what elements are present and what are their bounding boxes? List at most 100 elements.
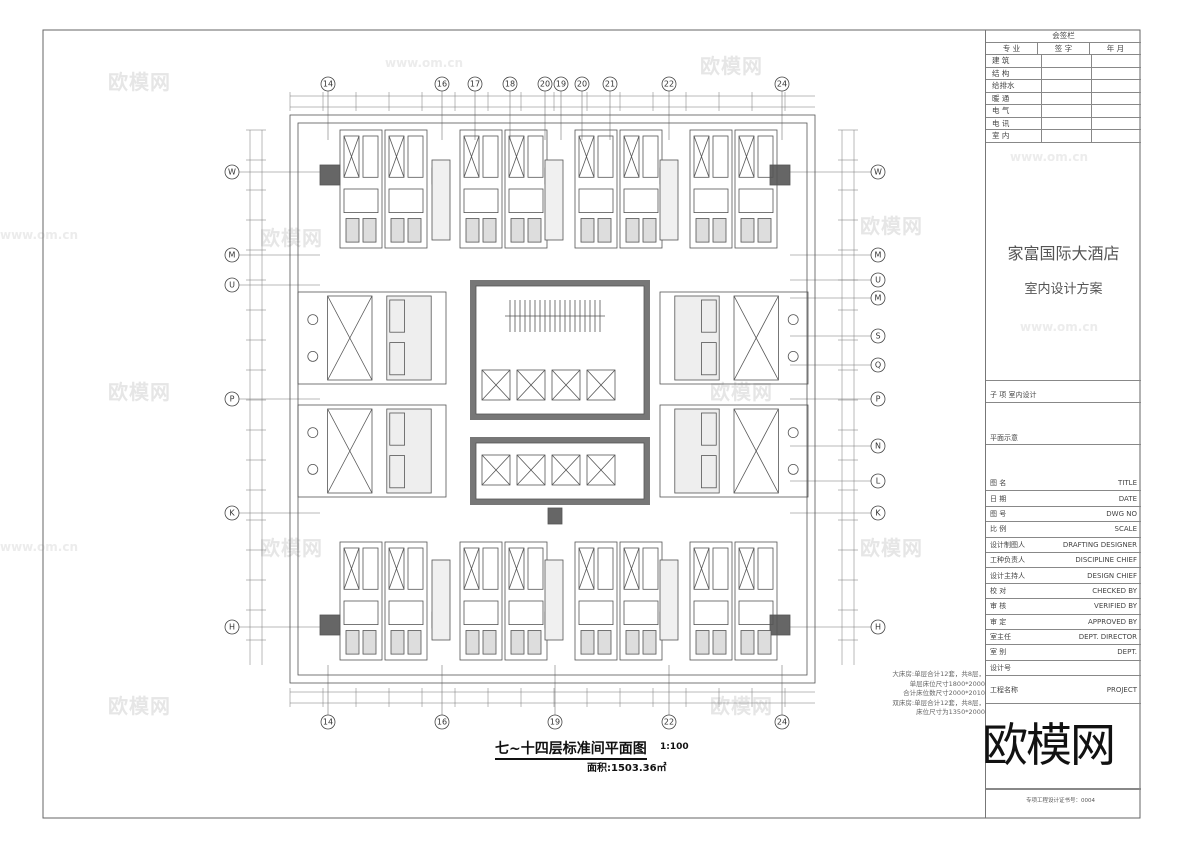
info-value: DRAFTING DESIGNER bbox=[1062, 540, 1137, 549]
sign-table: 会签栏 专 业 签 字 年 月 建 筑结 构给排水暖 通电 气电 讯室 内 bbox=[986, 30, 1141, 143]
sign-row: 给排水 bbox=[986, 80, 1141, 93]
info-label: 室主任 bbox=[990, 633, 1011, 642]
info-row: 室主任 DEPT. DIRECTOR bbox=[986, 630, 1141, 646]
info-row: 设计制图人 DRAFTING DESIGNER bbox=[986, 538, 1141, 553]
note-line: 单层床位尺寸1800*2000 bbox=[909, 679, 985, 688]
guest-room bbox=[297, 291, 447, 385]
guest-room bbox=[459, 541, 503, 661]
info-value: TITLE bbox=[1118, 479, 1137, 488]
info-row: 设计主持人 DESIGN CHIEF bbox=[986, 568, 1141, 584]
grid-axis-label: L bbox=[876, 477, 881, 486]
grid-axis-label: 24 bbox=[777, 718, 787, 727]
guest-room bbox=[384, 129, 428, 249]
col-header: 年 月 bbox=[1106, 43, 1125, 53]
note-line: 双床房:单层合计12套，共8层， bbox=[892, 698, 985, 707]
discipline: 建 筑 bbox=[986, 55, 1042, 67]
grid-axis-label: 22 bbox=[664, 718, 674, 727]
info-row: 比 例 SCALE bbox=[986, 522, 1141, 538]
sign-row: 电 气 bbox=[986, 105, 1141, 118]
grid-axis-bubble: K bbox=[224, 505, 240, 521]
shaft bbox=[544, 559, 564, 641]
grid-axis-bubble: W bbox=[224, 164, 240, 180]
grid-axis-bubble: 16 bbox=[434, 76, 450, 92]
watermark: 欧模网 bbox=[260, 226, 323, 250]
project-name: 家富国际大酒店 bbox=[1007, 244, 1120, 263]
plan-note: 平面示意 bbox=[990, 434, 1018, 442]
drawing-area: 面积:1503.36㎡ bbox=[587, 763, 667, 774]
info-label: 日 期 bbox=[990, 494, 1007, 503]
structural-column bbox=[547, 507, 563, 525]
grid-axis-bubble: 24 bbox=[774, 714, 790, 730]
sign-row: 室 内 bbox=[986, 130, 1141, 143]
guest-room bbox=[689, 541, 733, 661]
watermark: 欧模网 bbox=[710, 694, 773, 718]
grid-axis-label: 17 bbox=[470, 80, 480, 89]
structural-column bbox=[769, 614, 791, 636]
info-label: 审 定 bbox=[990, 617, 1007, 626]
guest-room bbox=[734, 129, 778, 249]
grid-axis-bubble: 14 bbox=[320, 714, 336, 730]
grid-axis-bubble: 20 bbox=[537, 76, 553, 92]
info-label: 设计主持人 bbox=[990, 571, 1025, 580]
grid-axis-bubble: 24 bbox=[774, 76, 790, 92]
grid-axis-bubble: L bbox=[870, 473, 886, 489]
grid-axis-label: 21 bbox=[605, 80, 615, 89]
sign-row: 建 筑 bbox=[986, 55, 1141, 68]
grid-axis-bubble: P bbox=[224, 391, 240, 407]
elevator-core bbox=[470, 437, 650, 505]
info-value: SCALE bbox=[1114, 525, 1137, 534]
info-label: 比 例 bbox=[990, 525, 1007, 534]
info-label: 工程名称 bbox=[990, 685, 1018, 694]
grid-axis-bubble: U bbox=[870, 272, 886, 288]
guest-room bbox=[734, 541, 778, 661]
shaft bbox=[659, 559, 679, 641]
grid-axis-label: P bbox=[876, 395, 881, 404]
title-block: 会签栏 专 业 签 字 年 月 建 筑结 构给排水暖 通电 气电 讯室 内 家富… bbox=[985, 30, 1141, 818]
grid-axis-label: Q bbox=[875, 361, 881, 370]
watermark-site: www.om.cn bbox=[1020, 320, 1099, 334]
grid-axis-label: 16 bbox=[437, 718, 447, 727]
brand-logo: 欧模网 bbox=[982, 718, 1116, 772]
grid-axis-bubble: S bbox=[870, 328, 886, 344]
grid-axis-label: 18 bbox=[505, 80, 515, 89]
discipline: 暖 通 bbox=[986, 92, 1042, 104]
guest-room bbox=[504, 129, 548, 249]
watermark-site: www.om.cn bbox=[0, 228, 79, 242]
info-value: DEPT. bbox=[1117, 648, 1137, 657]
guest-room bbox=[297, 404, 447, 498]
project-subtitle: 室内设计方案 bbox=[1024, 282, 1103, 297]
info-label: 设计制图人 bbox=[990, 540, 1025, 549]
grid-axis-bubble: H bbox=[224, 619, 240, 635]
mirrored-room bbox=[659, 291, 809, 385]
watermark: 欧模网 bbox=[108, 70, 171, 94]
grid-axis-label: K bbox=[875, 509, 881, 518]
guest-room bbox=[574, 541, 618, 661]
watermark: 欧模网 bbox=[108, 380, 171, 404]
watermark-site: www.om.cn bbox=[1010, 150, 1089, 164]
grid-axis-label: S bbox=[875, 332, 880, 341]
info-label: 审 核 bbox=[990, 602, 1007, 611]
info-value: DEPT. DIRECTOR bbox=[1078, 633, 1137, 642]
grid-axis-label: 20 bbox=[540, 80, 550, 89]
grid-axis-label: M bbox=[875, 251, 882, 260]
drawing-frame bbox=[42, 29, 1141, 819]
info-value: DISCIPLINE CHIEF bbox=[1075, 556, 1137, 565]
grid-axis-bubble: U bbox=[224, 277, 240, 293]
grid-axis-bubble: H bbox=[870, 619, 886, 635]
guest-room bbox=[619, 541, 663, 661]
guest-room bbox=[619, 129, 663, 249]
structural-column bbox=[769, 164, 791, 186]
discipline: 室 内 bbox=[986, 130, 1042, 142]
discipline: 给排水 bbox=[986, 80, 1042, 92]
guest-room bbox=[384, 541, 428, 661]
info-value: DESIGN CHIEF bbox=[1087, 571, 1137, 580]
discipline: 结 构 bbox=[986, 67, 1042, 79]
sign-row: 暖 通 bbox=[986, 92, 1141, 105]
watermark: 欧模网 bbox=[860, 536, 923, 560]
